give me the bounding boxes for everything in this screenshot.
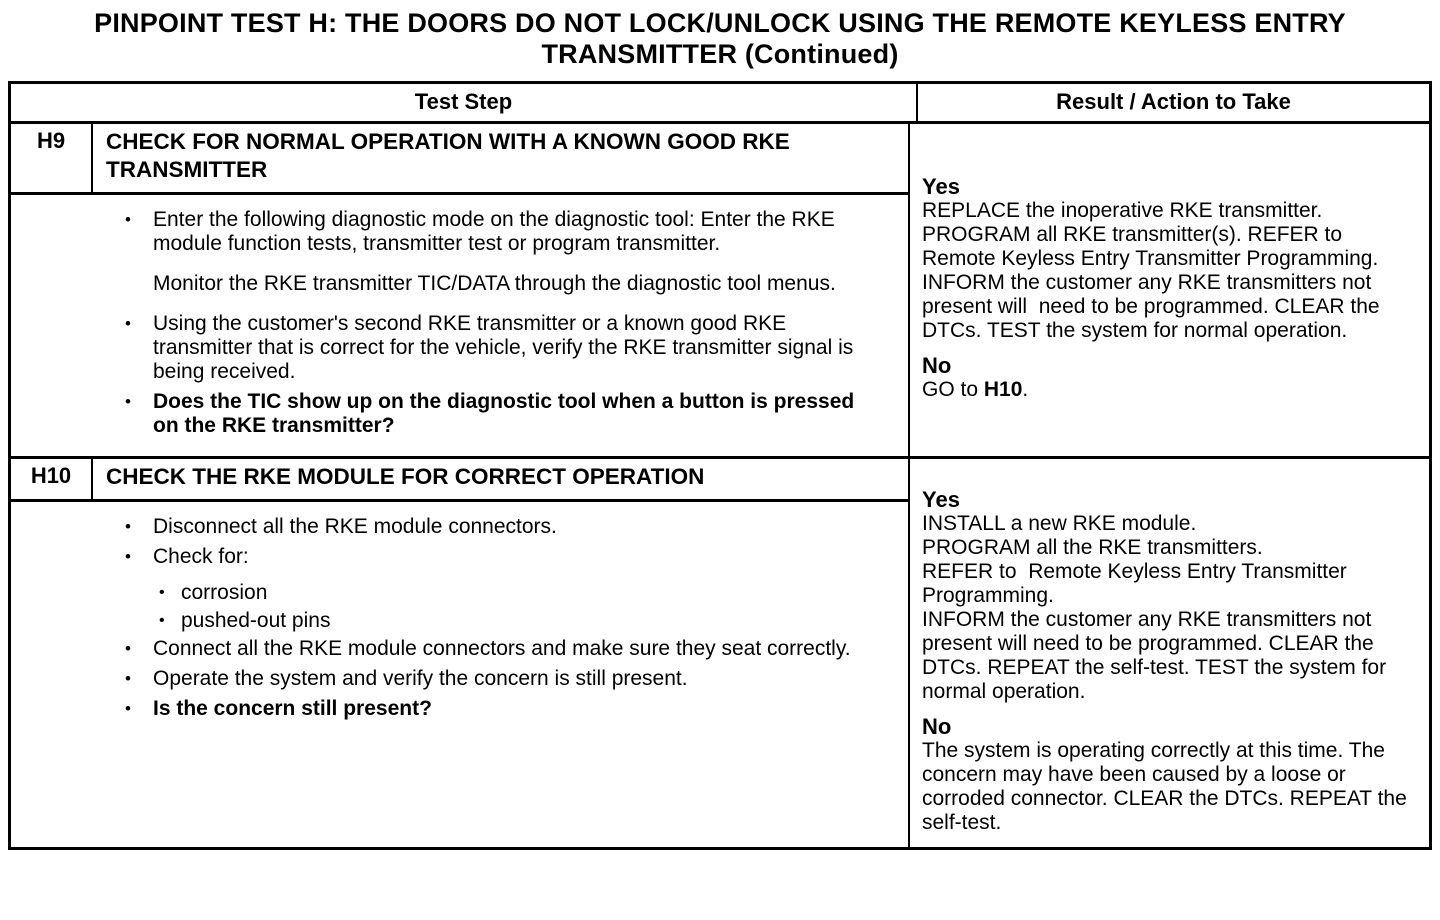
no-action-text: GO to H10. [922, 378, 1419, 402]
bullet-icon: • [125, 669, 131, 689]
bullet-icon: • [125, 547, 131, 567]
instruction-text: Monitor the RKE transmitter TIC/DATA thr… [153, 272, 836, 296]
bullet-icon: • [125, 517, 131, 537]
instruction-item: • Is the concern still present? [11, 697, 882, 721]
bullet-icon: • [125, 314, 131, 334]
action-paragraph: INSTALL a new RKE module. [922, 512, 1197, 536]
bullet-icon: • [159, 584, 165, 602]
column-header-result-action: Result / Action to Take [1056, 88, 1291, 114]
instruction-item: • pushed-out pins [11, 609, 882, 633]
pinpoint-test-table: Test Step Result / Action to Take H9 CHE… [8, 80, 1432, 851]
instruction-text: Operate the system and verify the concer… [153, 667, 688, 691]
instruction-item: • Does the TIC show up on the diagnostic… [11, 390, 882, 438]
action-paragraph: INFORM the customer any RKE transmitters… [922, 608, 1392, 704]
test-step-row: H10 CHECK THE RKE MODULE FOR CORRECT OPE… [11, 456, 1429, 848]
instruction-text: Does the TIC show up on the diagnostic t… [153, 390, 855, 438]
result-action-cell: Yes REPLACE the inoperative RKE transmit… [910, 124, 1429, 457]
instruction-text: Connect all the RKE module connectors an… [153, 637, 851, 661]
test-step-cell: H9 CHECK FOR NORMAL OPERATION WITH A KNO… [11, 123, 910, 457]
step-id: H10 [11, 459, 93, 500]
bullet-icon: • [125, 392, 131, 412]
step-title: CHECK FOR NORMAL OPERATION WITH A KNOWN … [106, 128, 790, 183]
step-instructions: • Enter the following diagnostic mode on… [11, 195, 908, 456]
instruction-item: • Monitor the RKE transmitter TIC/DATA t… [11, 272, 882, 296]
instruction-item: • Disconnect all the RKE module connecto… [11, 515, 882, 539]
instruction-text: Enter the following diagnostic mode on t… [153, 208, 835, 256]
instruction-item: • Check for: [11, 545, 882, 569]
step-instructions: • Disconnect all the RKE module connecto… [11, 502, 908, 847]
page-title: PINPOINT TEST H: THE DOORS DO NOT LOCK/U… [94, 8, 1346, 70]
table-body: H9 CHECK FOR NORMAL OPERATION WITH A KNO… [11, 123, 1429, 848]
instruction-item: • Using the customer's second RKE transm… [11, 312, 882, 384]
action-paragraph: GO to H10. [922, 377, 1029, 401]
result-action-cell: Yes INSTALL a new RKE module.PROGRAM all… [910, 459, 1429, 847]
no-label: No [922, 352, 952, 378]
instruction-item: • corrosion [11, 581, 882, 605]
action-paragraph: PROGRAM all the RKE transmitters. [922, 536, 1263, 560]
column-header-test-step: Test Step [11, 83, 918, 121]
yes-label: Yes [922, 487, 960, 513]
yes-action-text: INSTALL a new RKE module.PROGRAM all the… [922, 512, 1419, 704]
instruction-text: Disconnect all the RKE module connectors… [153, 515, 557, 539]
test-step-cell: H10 CHECK THE RKE MODULE FOR CORRECT OPE… [11, 459, 910, 848]
instruction-text: Check for: [153, 545, 249, 569]
instruction-text: Is the concern still present? [153, 697, 432, 721]
bullet-icon: • [125, 639, 131, 659]
action-paragraph: The system is operating correctly at thi… [922, 739, 1413, 835]
instruction-item: • Enter the following diagnostic mode on… [11, 208, 882, 256]
step-title: CHECK THE RKE MODULE FOR CORRECT OPERATI… [106, 464, 705, 490]
instruction-text: pushed-out pins [181, 609, 331, 633]
bullet-icon: • [125, 699, 131, 719]
table-header-row: Test Step Result / Action to Take [11, 83, 1429, 124]
test-step-row: H9 CHECK FOR NORMAL OPERATION WITH A KNO… [11, 123, 1429, 457]
yes-action-text: REPLACE the inoperative RKE transmitter.… [922, 199, 1419, 343]
no-action-text: The system is operating correctly at thi… [922, 739, 1419, 835]
action-paragraph: REPLACE the inoperative RKE transmitter.… [922, 198, 1386, 342]
bullet-icon: • [159, 612, 165, 630]
instruction-text: corrosion [181, 581, 268, 605]
instruction-item: • Operate the system and verify the conc… [11, 667, 882, 691]
no-label: No [922, 714, 952, 740]
action-paragraph: REFER to Remote Keyless Entry Transmitte… [922, 560, 1353, 608]
bullet-icon: • [125, 210, 131, 230]
step-id: H9 [11, 123, 93, 193]
yes-label: Yes [922, 173, 960, 199]
instruction-text: Using the customer's second RKE transmit… [153, 312, 854, 384]
step-header: H10 CHECK THE RKE MODULE FOR CORRECT OPE… [11, 459, 908, 503]
document-page: PINPOINT TEST H: THE DOORS DO NOT LOCK/U… [0, 8, 1440, 851]
step-header: H9 CHECK FOR NORMAL OPERATION WITH A KNO… [11, 123, 908, 196]
instruction-item: • Connect all the RKE module connectors … [11, 637, 882, 661]
